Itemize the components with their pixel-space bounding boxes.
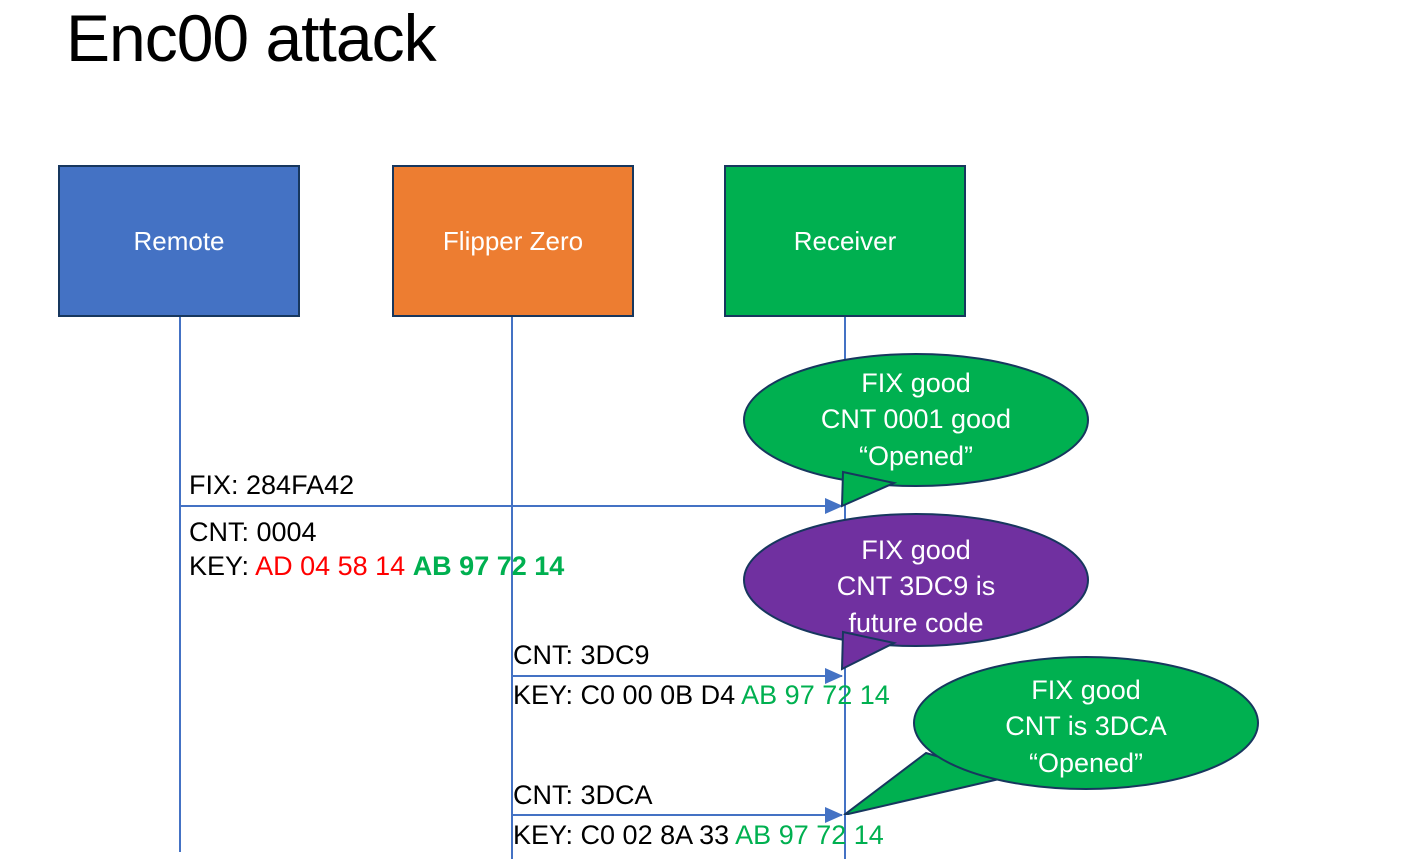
cnt-value-2: 3DC9 <box>573 640 650 670</box>
actor-label-receiver: Receiver <box>793 225 897 256</box>
actor-box-flipper-zero: Flipper Zero <box>392 165 634 317</box>
cnt-label-1: CNT: <box>189 517 249 547</box>
message-label-cnt-3: CNT: 3DCA <box>513 782 653 809</box>
message-label-key-1: KEY: AD 04 58 14 AB 97 72 14 <box>189 553 564 580</box>
actor-box-remote: Remote <box>58 165 300 317</box>
key-prefix-2: KEY: C0 00 0B D4 <box>513 680 742 710</box>
key-prefix-3: KEY: C0 02 8A 33 <box>513 820 736 850</box>
key-rolling-part-1: AD 04 58 14 <box>255 551 413 581</box>
message-label-cnt-1: CNT: 0004 <box>189 519 317 546</box>
key-fixed-part-2: AB 97 72 14 <box>741 680 890 710</box>
callout-bubble-1: FIX good CNT 0001 good “Opened” <box>742 352 1090 512</box>
fix-label: FIX: <box>189 470 239 500</box>
fix-value: 284FA42 <box>238 470 355 500</box>
callout-shape-2 <box>743 513 1089 671</box>
callout-bubble-3: FIX good CNT is 3DCA “Opened” <box>836 655 1264 816</box>
message-label-key-2: KEY: C0 00 0B D4 AB 97 72 14 <box>513 682 890 709</box>
callout-bubble-2: FIX good CNT 3DC9 is future code <box>742 512 1090 672</box>
key-prefix-1: KEY: <box>189 551 256 581</box>
message-label-fix: FIX: 284FA42 <box>189 472 354 499</box>
key-fixed-part-1: AB 97 72 14 <box>412 551 565 581</box>
page-title: Enc00 attack <box>66 1 437 75</box>
message-label-cnt-2: CNT: 3DC9 <box>513 642 650 669</box>
callout-shape-1 <box>743 353 1089 508</box>
cnt-value-1: 0004 <box>249 517 317 547</box>
actor-label-flipper-zero: Flipper Zero <box>442 225 584 256</box>
cnt-value-3: 3DCA <box>573 780 653 810</box>
actor-box-receiver: Receiver <box>724 165 966 317</box>
message-label-key-3: KEY: C0 02 8A 33 AB 97 72 14 <box>513 822 884 849</box>
cnt-label-2: CNT: <box>513 640 573 670</box>
actor-label-remote: Remote <box>133 225 225 256</box>
cnt-label-3: CNT: <box>513 780 573 810</box>
callout-shape-3 <box>843 656 1259 816</box>
key-fixed-part-3: AB 97 72 14 <box>735 820 884 850</box>
